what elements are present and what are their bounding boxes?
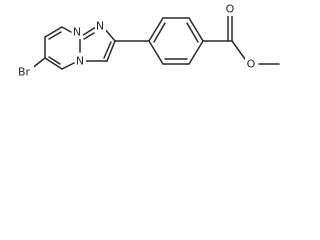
bond-c5-c4	[44, 26, 63, 38]
bond-benz-6	[148, 40, 164, 65]
atom-labels: Br N N N O O	[14, 3, 257, 79]
atom-label-o-carbonyl: O	[226, 3, 235, 16]
chemical-structure-diagram: Br N N N O O	[14, 3, 280, 79]
atom-label-n-bridge: N	[76, 55, 84, 68]
atom-label-br: Br	[18, 66, 31, 79]
atom-n-bridge: N	[75, 55, 86, 68]
bond-carbonyl-oester	[231, 40, 246, 60]
bond-c7-c6	[44, 57, 63, 70]
bond-c5-c4-inner	[48, 31, 62, 40]
bond-benz-1-inner	[153, 22, 166, 43]
atom-o-carbonyl: O	[225, 3, 236, 16]
bond-benz-4	[188, 40, 204, 65]
bond-c2-c3-inner	[103, 41, 112, 59]
atom-n-imid: N	[95, 20, 106, 33]
bonds	[30, 15, 280, 70]
bond-benz-1	[148, 17, 164, 42]
atom-n-top: N	[72, 26, 83, 39]
bond-benz-3-inner	[186, 22, 199, 43]
atom-label-n-top: N	[73, 26, 81, 39]
bond-benz-3	[188, 17, 204, 42]
bond-c4-n3	[61, 26, 72, 33]
bond-c7-c6-inner	[48, 56, 61, 65]
atom-br: Br	[14, 66, 34, 79]
atom-label-n-imid: N	[96, 20, 104, 33]
bond-nbridge-c7	[61, 62, 75, 70]
bond-c8a-nimid-inner	[83, 32, 95, 40]
atom-label-o-ester: O	[247, 58, 256, 71]
atom-o-ester: O	[245, 58, 257, 71]
bond-c2-c3	[106, 40, 116, 62]
